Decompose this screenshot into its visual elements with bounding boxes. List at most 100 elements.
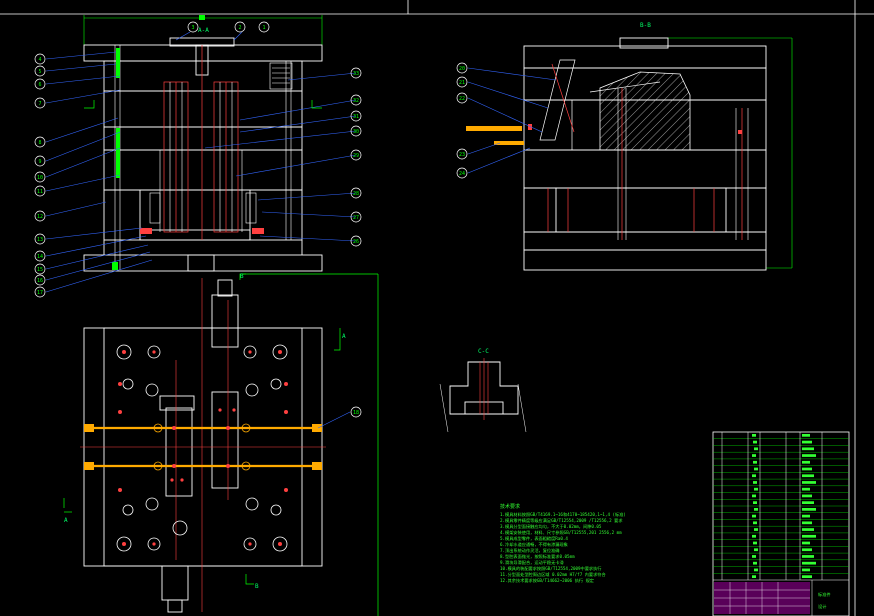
balloon[interactable]: 24 [456, 167, 468, 179]
parts-list-cell-mark [754, 548, 758, 552]
balloon[interactable]: 17 [34, 286, 46, 298]
balloon[interactable]: 14 [34, 250, 46, 262]
balloon[interactable]: 11 [34, 185, 46, 197]
detail-view-label: C-C [478, 348, 489, 355]
parts-list-cell-mark [802, 447, 814, 451]
parts-list-cell-mark [753, 440, 757, 444]
svg-text:11: 11 [37, 189, 43, 195]
balloon[interactable]: 20 [456, 62, 468, 74]
parts-list-cell-mark [802, 568, 810, 572]
balloon[interactable]: 21 [456, 76, 468, 88]
parts-list-cell-mark [802, 474, 814, 478]
svg-text:24: 24 [459, 171, 465, 177]
parts-list-cell-mark [754, 508, 758, 511]
side-left-balloons: 20 21 22 23 24 [456, 62, 468, 179]
note-line: 6.冷却水道应通畅，不得有渗漏现象 [500, 541, 568, 548]
parts-list-cell-mark [802, 541, 810, 545]
balloon[interactable]: 4 [34, 53, 46, 65]
svg-text:2: 2 [239, 25, 242, 31]
front-left-balloons: 4 5 6 7 8 9 10 11 12 13 14 15 16 17 [34, 53, 46, 298]
balloon[interactable]: 28 [350, 187, 362, 199]
balloon[interactable]: 18 [350, 406, 362, 418]
svg-text:30: 30 [353, 129, 359, 135]
svg-text:15: 15 [37, 267, 43, 273]
parts-list-cell-mark [802, 548, 812, 552]
parts-list-cell-mark [802, 555, 814, 558]
parts-list-cell-mark [752, 534, 756, 538]
parts-list-cell-mark [753, 501, 757, 504]
balloon[interactable]: 7 [34, 97, 46, 109]
svg-text:27: 27 [353, 215, 359, 221]
parts-list-cell-mark [752, 494, 756, 498]
svg-text:4: 4 [39, 57, 42, 63]
detail-view[interactable]: C-C [439, 348, 527, 433]
parts-list-cell-mark [802, 501, 814, 504]
parts-list-cell-mark [802, 514, 810, 518]
balloon[interactable]: 3 [187, 21, 199, 33]
balloon[interactable]: 33 [350, 67, 362, 79]
balloon[interactable]: 8 [34, 136, 46, 148]
parts-list-cell-mark [802, 528, 814, 531]
parts-list-cell-mark [752, 474, 756, 478]
plan-marker: B [240, 273, 244, 280]
balloon[interactable]: 13 [34, 233, 46, 245]
svg-text:5: 5 [39, 69, 42, 75]
balloon[interactable]: 10 [34, 171, 46, 183]
parts-list-cell-mark [802, 467, 812, 471]
front-section-view[interactable]: A-A [34, 15, 362, 298]
balloon[interactable]: 22 [456, 92, 468, 104]
parts-list-cell-mark [753, 460, 757, 464]
parts-list-cell-mark [802, 508, 816, 511]
parts-list-cell-mark [802, 460, 810, 464]
parts-list-cell-mark [753, 561, 757, 565]
note-line: 8.型腔表面抛光，按照标准要求0.05mm [500, 553, 575, 560]
note-line: 1.模具材料按照GB/T4169.1~16和4170~185420,1~1,4 … [500, 511, 626, 518]
front-right-balloons: 33 32 31 30 29 28 27 26 [350, 67, 362, 247]
balloon[interactable]: 5 [34, 65, 46, 77]
balloon[interactable]: 29 [350, 149, 362, 161]
parts-list-cell-mark [802, 487, 810, 491]
title-block-label: 标准件 [818, 591, 831, 598]
svg-text:6: 6 [39, 82, 42, 88]
parts-list-cell-mark [752, 514, 756, 518]
svg-text:17: 17 [37, 290, 43, 296]
side-section-label: B-B [640, 22, 651, 29]
balloon[interactable]: 30 [350, 125, 362, 137]
screw-holes [116, 344, 288, 552]
parts-list-cell-mark [754, 528, 758, 531]
svg-text:22: 22 [459, 96, 465, 102]
balloon[interactable]: 16 [34, 274, 46, 286]
parts-list-cell-mark [802, 521, 812, 525]
parts-list-cell-mark [802, 440, 812, 444]
balloon[interactable]: 23 [456, 148, 468, 160]
side-section-view[interactable]: B-B [456, 22, 793, 271]
balloon[interactable]: 32 [350, 94, 362, 106]
parts-list-cell-mark [802, 494, 812, 498]
balloon[interactable]: 31 [350, 110, 362, 122]
balloon[interactable]: 26 [350, 235, 362, 247]
svg-text:20: 20 [459, 66, 465, 72]
balloon[interactable]: 27 [350, 211, 362, 223]
parts-list-cell-mark [802, 534, 816, 538]
parts-list-cell-mark [752, 454, 756, 457]
balloon[interactable]: 12 [34, 210, 46, 222]
note-line: 9.滑块导滑配合，运动平稳无卡滞 [500, 559, 564, 566]
parts-list-cell-mark [754, 467, 758, 471]
balloon[interactable]: 1 [258, 21, 270, 33]
plan-view[interactable]: A A B B 18 [63, 273, 379, 616]
balloon[interactable]: 2 [234, 21, 246, 33]
svg-text:1: 1 [263, 25, 266, 31]
balloon[interactable]: 6 [34, 78, 46, 90]
parts-list-cell-mark [754, 487, 758, 491]
parts-list-cell-mark [802, 454, 816, 457]
balloon[interactable]: 15 [34, 263, 46, 275]
parts-list-table[interactable]: 标准件 设计 [712, 431, 850, 616]
note-line: 7.顶出系统动作灵活，复位准确 [500, 547, 559, 554]
svg-text:3: 3 [192, 25, 195, 31]
svg-text:32: 32 [353, 98, 359, 104]
note-line: 12.其余技术要求按GB/T14662~2006 执行 规定 [500, 577, 594, 584]
note-line: 2.模具零件精度等级应满足GB/T12554,2009 /T12556,2 要求 [500, 517, 623, 524]
balloon[interactable]: 9 [34, 155, 46, 167]
